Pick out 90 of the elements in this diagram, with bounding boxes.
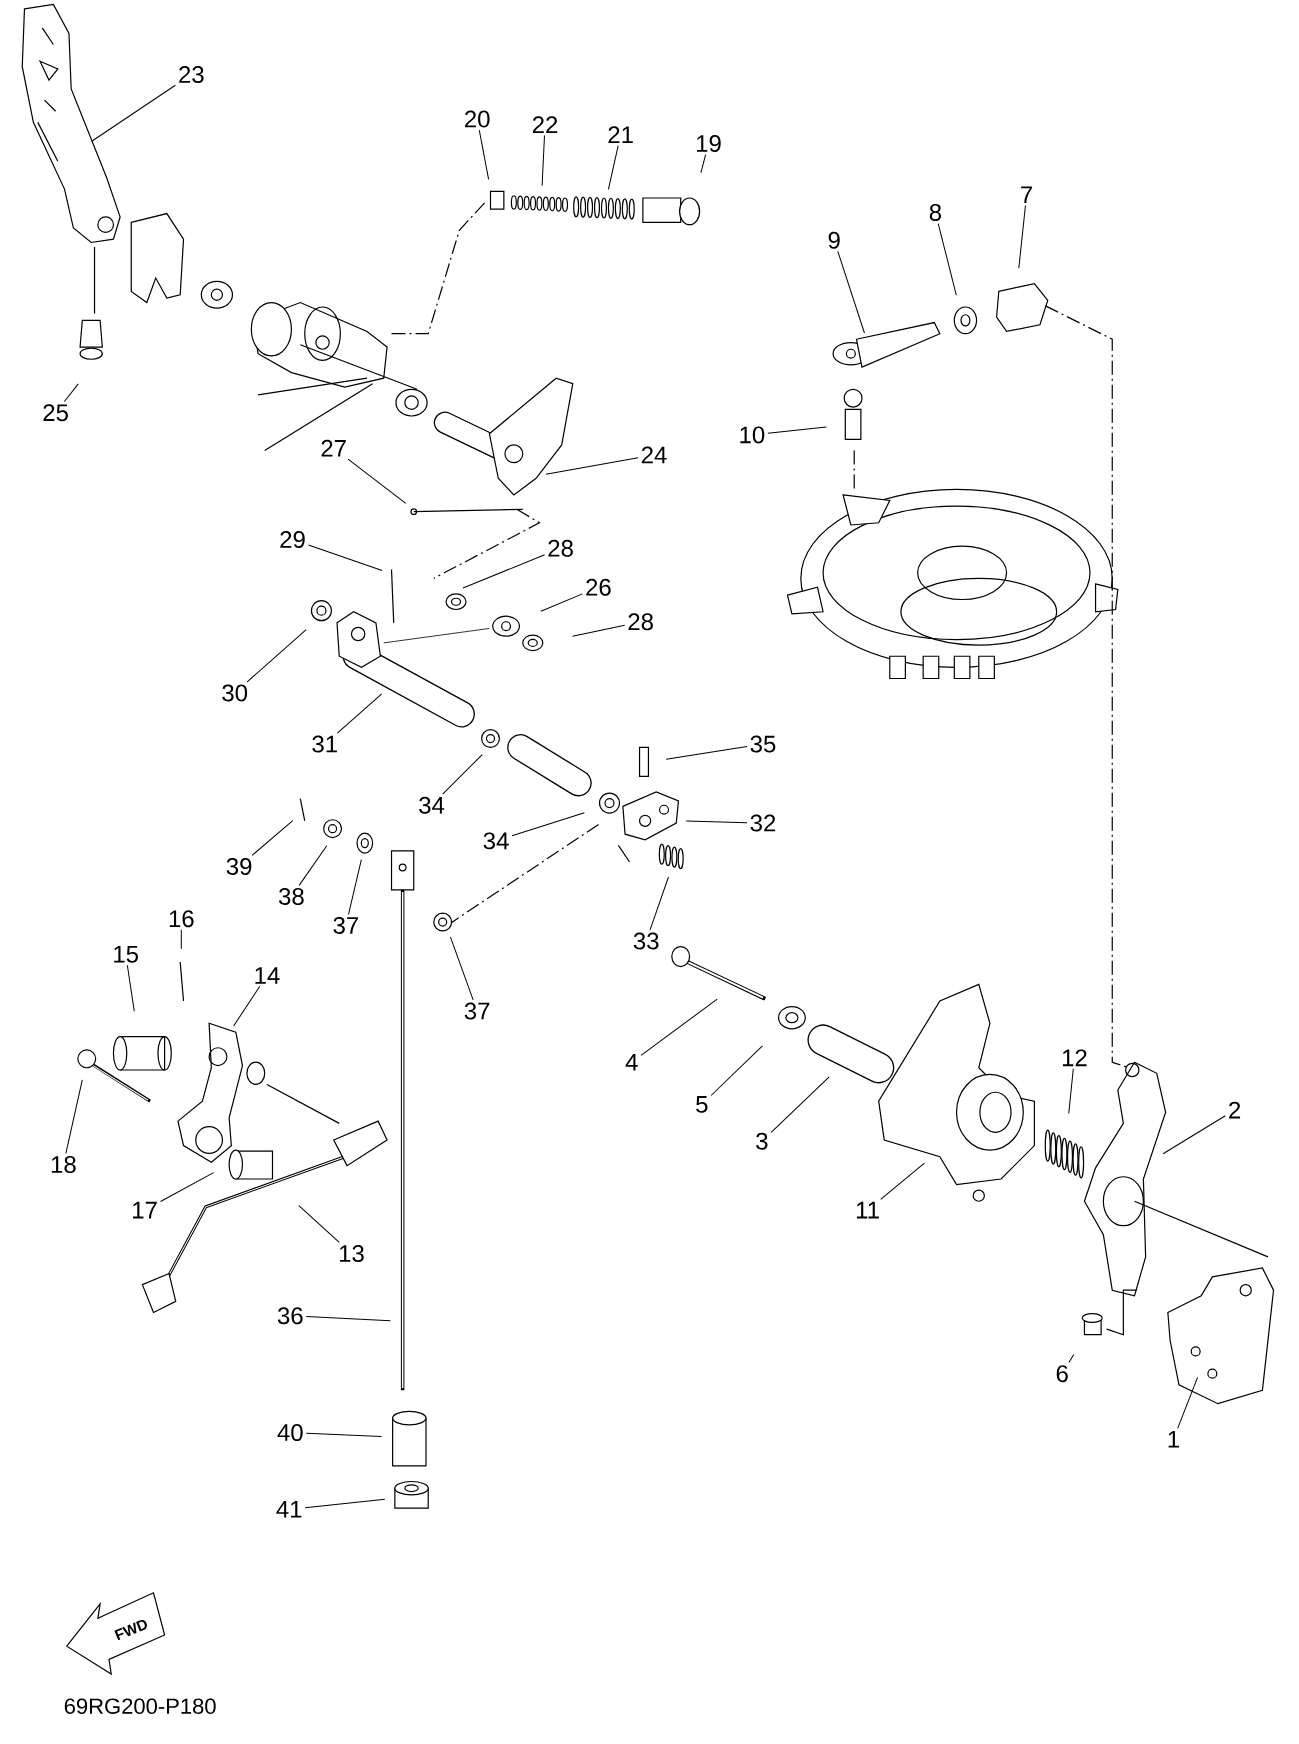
leader-line <box>442 754 483 795</box>
leader-line <box>305 1432 382 1438</box>
callout-number: 33 <box>633 932 659 950</box>
callout-number: 16 <box>169 910 194 928</box>
leader-line <box>449 936 474 1001</box>
callout-number: 40 <box>277 1424 303 1442</box>
leader-line <box>1068 1068 1074 1114</box>
leader-line <box>336 693 383 734</box>
callout-number: 8 <box>929 203 941 221</box>
leader-line <box>710 1045 763 1096</box>
leader-line <box>880 1162 925 1200</box>
leader-line <box>540 593 583 612</box>
leader-line <box>478 129 490 180</box>
callout-number: 19 <box>696 135 721 152</box>
callout-number: 28 <box>628 613 653 631</box>
leader-line <box>649 876 669 931</box>
leader-line <box>180 929 182 950</box>
callout-number: 41 <box>276 1501 302 1518</box>
leader-line <box>251 820 294 856</box>
callout-number: 7 <box>1021 186 1033 203</box>
leader-line <box>1018 205 1026 269</box>
callout-number: 34 <box>419 796 445 814</box>
callout-number: 14 <box>255 967 280 984</box>
leader-line <box>1177 1376 1198 1429</box>
callout-number: 37 <box>464 1002 490 1020</box>
callout-number: 9 <box>828 231 840 249</box>
callout-number: 17 <box>133 1201 157 1219</box>
leader-line <box>233 985 261 1027</box>
leader-line <box>91 84 176 142</box>
callout-number: 11 <box>856 1201 879 1219</box>
arrow-label: FWD <box>114 1620 147 1641</box>
callout-number: 38 <box>278 888 304 905</box>
leader-line <box>837 250 865 334</box>
callout-number: 35 <box>750 735 776 753</box>
leader-line <box>700 154 707 174</box>
leader-line <box>665 746 748 760</box>
leader-line <box>246 629 307 683</box>
callout-number: 4 <box>625 1053 638 1071</box>
leader-line <box>770 1076 830 1133</box>
leader-line <box>640 998 718 1056</box>
callout-number: 29 <box>280 530 305 548</box>
callout-number: 2 <box>1229 1101 1240 1119</box>
callout-number: 28 <box>548 539 573 557</box>
callout-number: 36 <box>277 1307 303 1325</box>
callout-number: 1 <box>1168 1431 1179 1448</box>
callout-number: 15 <box>114 945 138 963</box>
leader-line <box>160 1172 215 1202</box>
callout-number: 10 <box>740 426 765 444</box>
callout-number: 21 <box>608 126 633 143</box>
leader-line <box>347 458 407 504</box>
callout-number: 22 <box>532 116 558 133</box>
leader-line <box>298 845 328 886</box>
leader-line <box>305 1316 391 1322</box>
callout-number: 30 <box>222 684 248 702</box>
leader-line <box>685 820 748 824</box>
leader-line <box>545 457 639 475</box>
callout-number: 32 <box>750 814 776 832</box>
callout-number: 5 <box>696 1096 708 1113</box>
callout-number: 6 <box>1056 1365 1068 1383</box>
leader-line <box>347 859 362 915</box>
leader-line <box>541 135 545 187</box>
callout-number: 3 <box>756 1132 768 1150</box>
leader-line <box>307 544 383 572</box>
callout-number: 23 <box>179 66 204 83</box>
leader-line <box>304 1498 386 1509</box>
callout-number: 34 <box>483 832 509 850</box>
callout-number: 12 <box>1062 1049 1087 1067</box>
leader-line <box>572 624 626 637</box>
leader-line <box>767 426 827 434</box>
callout-number: 27 <box>321 439 346 457</box>
leader-line <box>63 383 79 403</box>
callout-number: 24 <box>641 446 667 464</box>
callout-number: 13 <box>339 1245 364 1262</box>
callout-number: 18 <box>51 1156 76 1174</box>
callout-number: 31 <box>312 735 337 753</box>
leader-line <box>298 1205 340 1243</box>
part-code: 69RG200-P180 <box>64 1698 216 1714</box>
callout-number: 37 <box>333 916 358 934</box>
leader-line <box>1162 1115 1226 1155</box>
leader-line <box>511 812 585 837</box>
leader-line <box>607 145 619 190</box>
leader-line <box>65 1079 83 1154</box>
leader-line <box>126 964 135 1012</box>
callout-number: 39 <box>226 857 252 875</box>
callout-number: 25 <box>43 404 68 422</box>
callout-number: 26 <box>586 578 611 596</box>
callout-number: 20 <box>464 110 490 128</box>
leader-line <box>462 554 546 589</box>
leader-line <box>937 223 957 296</box>
leader-line <box>1068 1353 1075 1364</box>
